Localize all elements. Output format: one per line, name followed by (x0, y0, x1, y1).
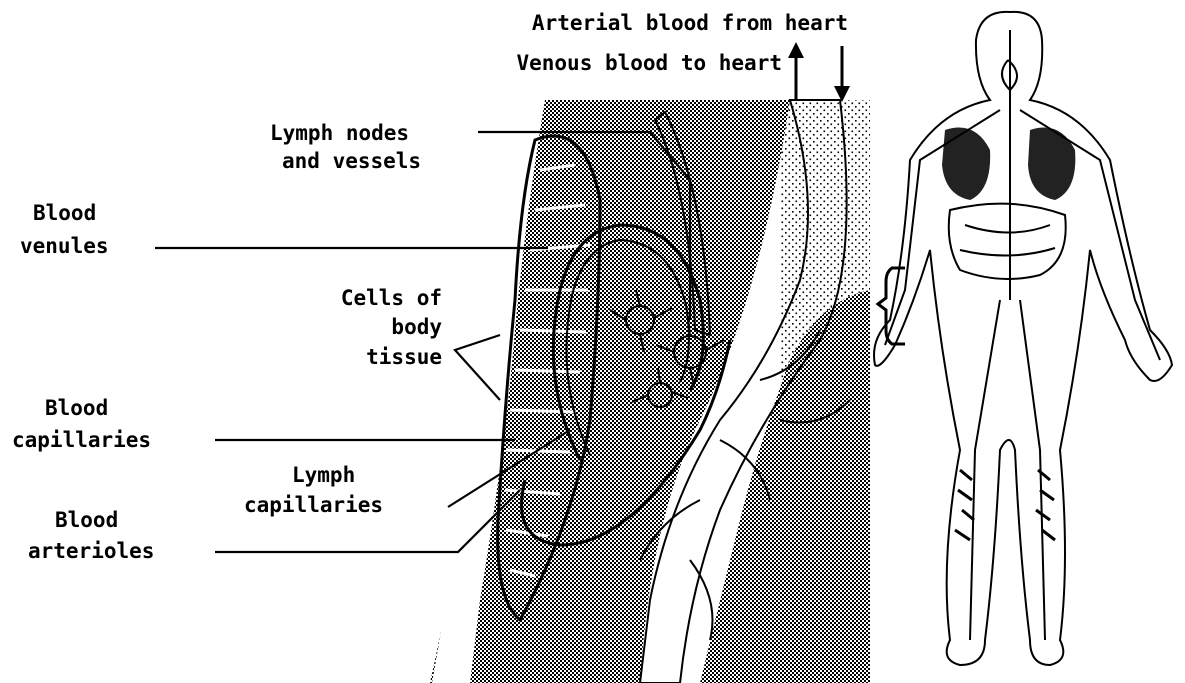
arterial-blood-label: Arterial blood from heart (532, 11, 848, 35)
lymph-nodes-label-line2: and vessels (282, 149, 421, 173)
blood-arterioles-label-line2: arterioles (28, 539, 154, 563)
blood-arterioles-label-line1: Blood (55, 508, 118, 532)
vessel-network (885, 30, 1160, 640)
tissue-illustration (430, 100, 870, 683)
blood-venules-label-line1: Blood (33, 201, 96, 225)
arterial-arrow-icon (788, 42, 804, 100)
lymph-capillaries-label-line2: capillaries (244, 493, 383, 517)
body-outline (874, 12, 1172, 665)
lymph-capillaries-label-line1: Lymph (292, 463, 355, 487)
lymph-cluster-left-leg (955, 470, 974, 540)
venous-arrow-icon (834, 46, 850, 102)
blood-capillaries-label-line1: Blood (45, 396, 108, 420)
cells-label-line1: Cells of (341, 286, 442, 310)
human-body-figure (874, 12, 1172, 665)
venous-blood-label: Venous blood to heart (516, 51, 782, 75)
blood-capillaries-label-line2: capillaries (12, 428, 151, 452)
lymph-nodes-label-line1: Lymph nodes (270, 121, 409, 145)
lymph-cluster-right-leg (1036, 470, 1055, 540)
cells-label-line3: tissue (366, 345, 442, 369)
lungs-shape (942, 128, 1075, 201)
organs-shape (949, 204, 1066, 279)
cells-label-line2: body (391, 315, 442, 339)
flow-arrows (788, 42, 850, 102)
blood-venules-label-line2: venules (20, 234, 109, 258)
